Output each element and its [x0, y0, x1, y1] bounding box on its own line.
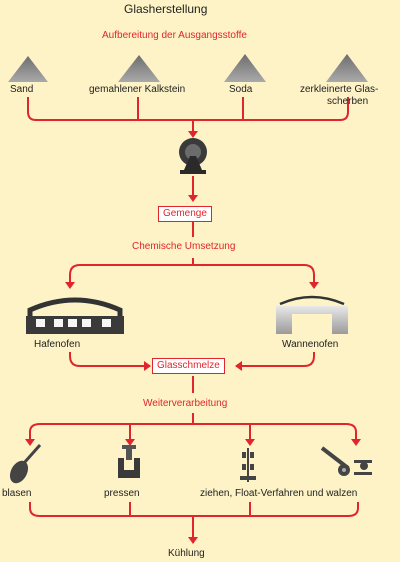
section-chemische-umsetzung: Chemische Umsetzung: [132, 241, 236, 252]
press-icon: [118, 445, 140, 478]
blowpipe-icon: [9, 444, 42, 484]
arrowhead: [188, 195, 198, 202]
arrowhead: [188, 131, 198, 138]
rolling-icon: [320, 446, 372, 476]
page-title: Glasherstellung: [124, 2, 208, 16]
material-label-sand: Sand: [10, 84, 34, 95]
arrowhead: [235, 361, 242, 371]
arrowhead: [351, 439, 361, 446]
limestone-pile-icon: [118, 55, 160, 82]
material-label-kalkstein: gemahlener Kalkstein: [89, 84, 186, 95]
material-label-scherben-1: zerkleinerte Glas-: [300, 84, 379, 95]
merge-arrows: [29, 352, 357, 440]
soda-pile-icon: [224, 54, 266, 82]
tank-furnace-icon: [276, 295, 348, 334]
sand-pile-icon: [8, 56, 48, 82]
material-arrows: [27, 97, 349, 132]
glass-shards-pile-icon: [326, 54, 368, 82]
section-aufbereitung: Aufbereitung der Ausgangsstoffe: [102, 30, 247, 41]
process-label-pressen: pressen: [104, 488, 140, 499]
arrowhead: [65, 282, 75, 289]
material-label-soda: Soda: [229, 84, 253, 95]
oven-label-wannenofen: Wannenofen: [282, 339, 339, 350]
arrowhead: [25, 439, 35, 446]
arrowhead: [125, 439, 135, 446]
arrowhead: [188, 537, 198, 544]
pot-furnace-icon: [26, 297, 124, 334]
glasschmelze-box: Glasschmelze: [152, 358, 225, 374]
gemenge-box: Gemenge: [158, 206, 212, 222]
process-label-blasen: blasen: [2, 488, 32, 499]
mixer-icon: [179, 138, 207, 174]
oven-label-hafenofen: Hafenofen: [34, 339, 81, 350]
section-weiterverarbeitung: Weiterverarbeitung: [143, 398, 228, 409]
arrowhead: [245, 439, 255, 446]
drawing-icon: [240, 448, 256, 482]
arrowhead: [144, 361, 151, 371]
material-label-scherben-2: scherben: [327, 96, 369, 107]
process-label-ziehen: ziehen, Float-Verfahren und walzen: [200, 488, 358, 499]
split-arrows: [69, 222, 315, 283]
final-arrows: [29, 502, 359, 538]
arrowhead: [309, 282, 319, 289]
result-label-kuehlung: Kühlung: [168, 548, 205, 559]
